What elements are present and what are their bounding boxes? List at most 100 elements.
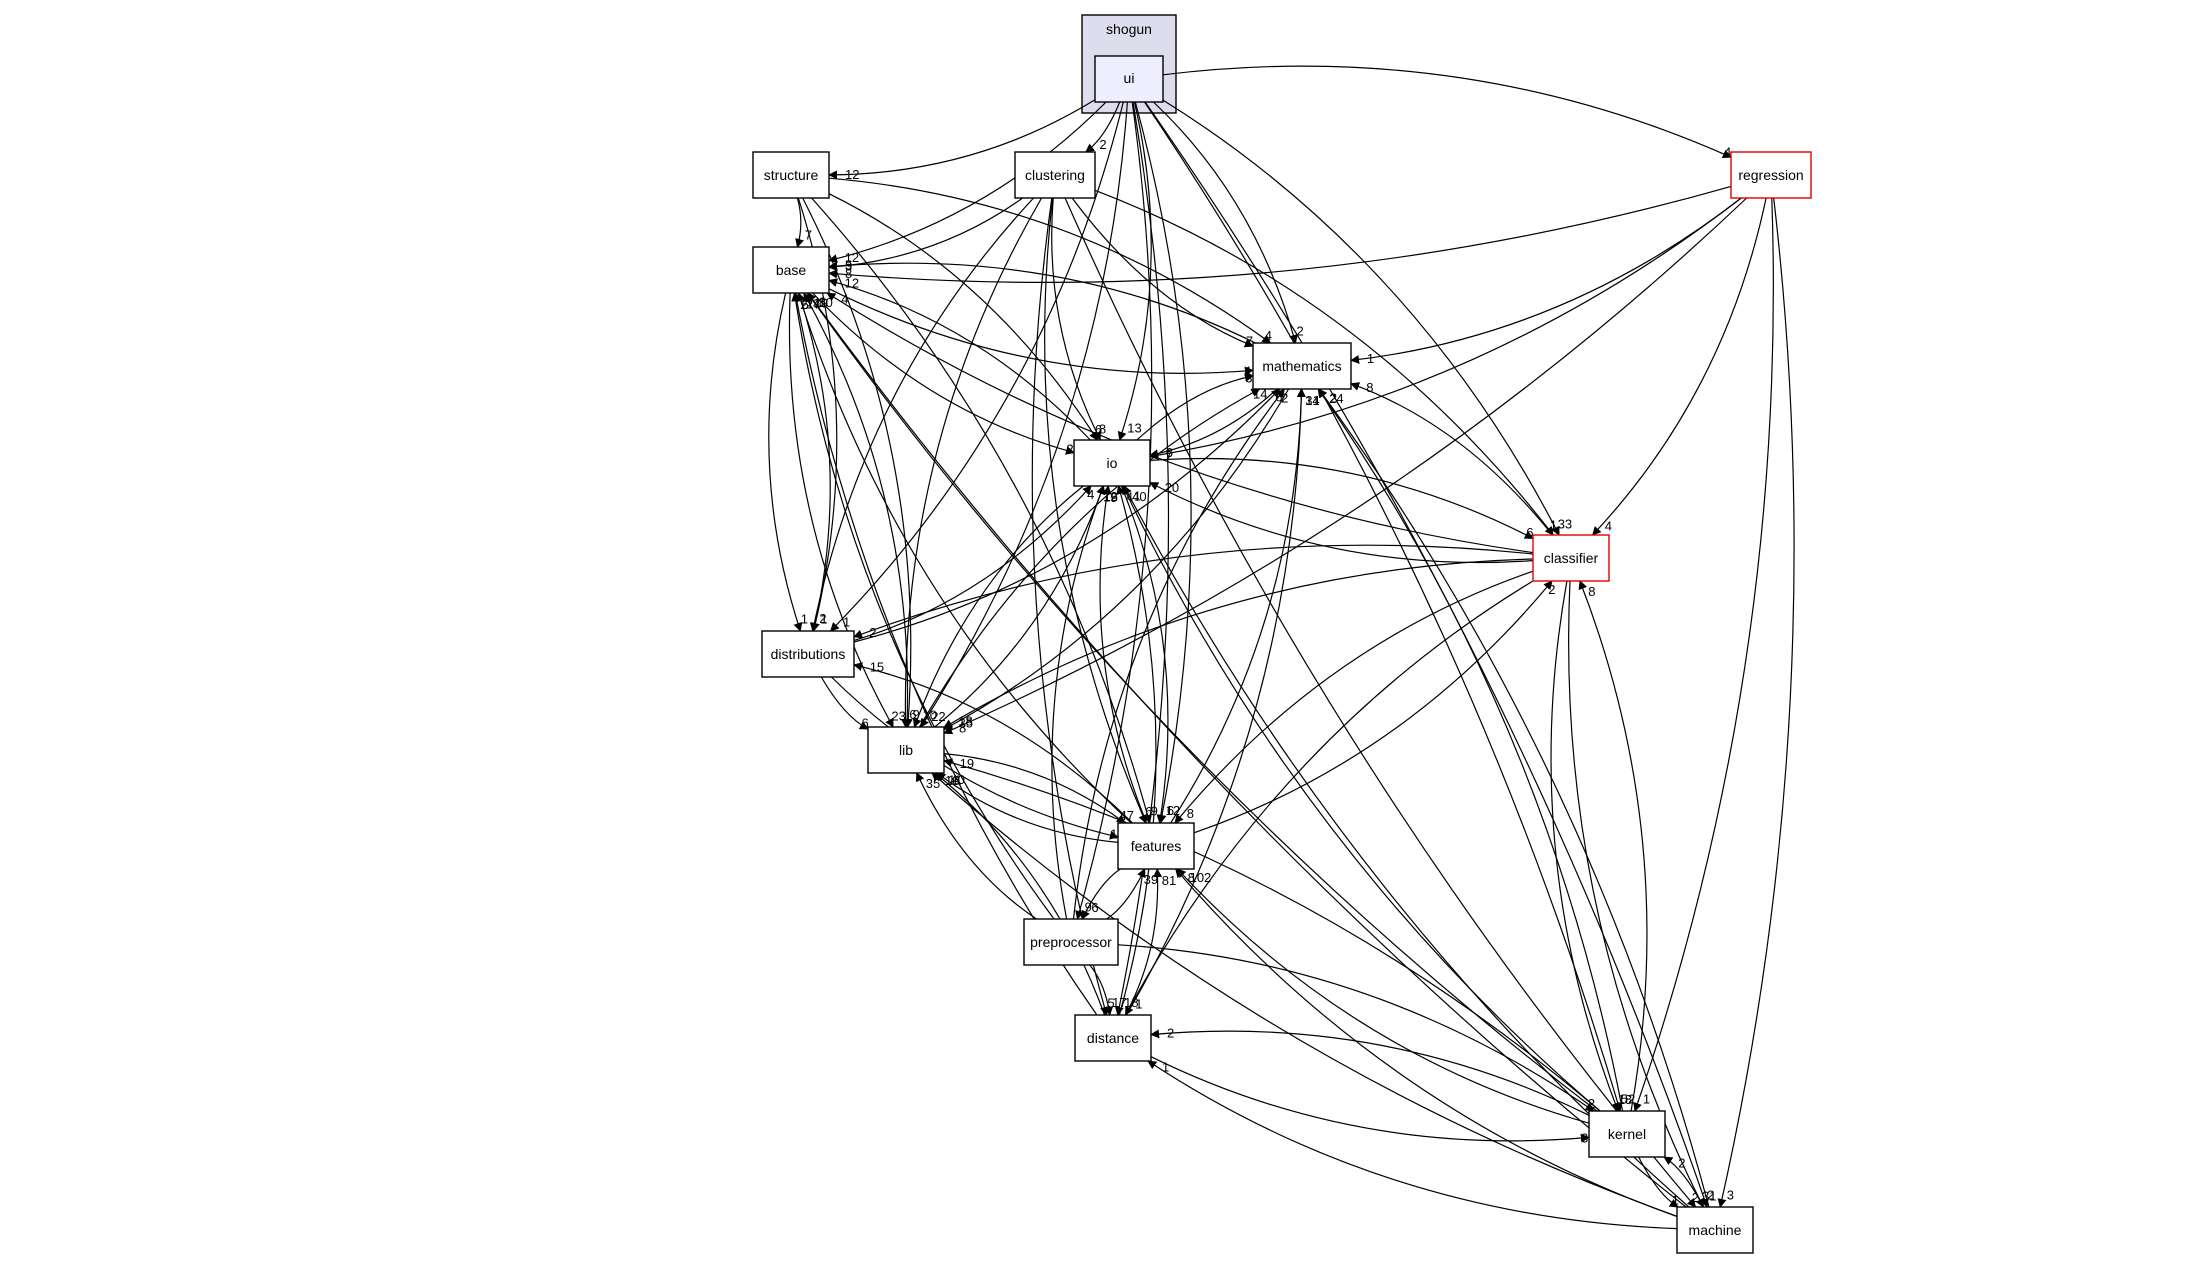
- edge-label-ui-to-features: 6: [1167, 803, 1174, 818]
- edge-label-features-to-io: 9: [1110, 490, 1117, 505]
- edge-ui-to-features: [1134, 101, 1192, 824]
- cluster-label: shogun: [1106, 21, 1152, 37]
- node-lib[interactable]: lib: [867, 726, 945, 774]
- edge-label-machine-to-features: 8: [1188, 870, 1195, 885]
- edge-ui-to-regression: [1162, 65, 1732, 159]
- node-base-label: base: [776, 262, 807, 278]
- edge-clustering-to-mathematics: [1071, 197, 1254, 348]
- edge-label-machine-to-distance: 1: [1162, 1060, 1169, 1075]
- edge-label-distance-to-base: 6: [802, 297, 809, 312]
- edge-clustering-to-machine: [1064, 197, 1697, 1208]
- edge-label-ui-to-structure: 12: [845, 167, 859, 182]
- node-structure-box: [752, 151, 830, 199]
- edge-label-classifier-to-distance: 1: [1135, 997, 1142, 1012]
- node-distributions-box: [761, 630, 855, 678]
- edge-label-lib-to-features: 47: [1120, 808, 1134, 823]
- node-ui-box: [1094, 55, 1164, 103]
- edge-classifier-to-features: [1174, 570, 1534, 824]
- edge-label-kernel-to-base: 10: [818, 295, 832, 310]
- edge-label-kernel-to-machine: 1: [1672, 1193, 1679, 1208]
- edge-preprocessor-to-lib: [916, 772, 1037, 920]
- edge-machine-to-distance: [1147, 1060, 1678, 1230]
- edge-label-preprocessor-to-features: 39: [1144, 872, 1158, 887]
- node-features[interactable]: features: [1117, 822, 1195, 870]
- edge-label-machine-to-lib: 16: [945, 773, 959, 788]
- node-preprocessor[interactable]: preprocessor: [1023, 918, 1119, 966]
- node-ui[interactable]: ui: [1094, 55, 1164, 103]
- edge-io-to-base: [828, 278, 1091, 441]
- edge-preprocessor-to-kernel: [1117, 944, 1595, 1112]
- edge-label-classifier-to-distributions: 2: [869, 625, 876, 640]
- edge-regression-to-classifier: [1591, 197, 1767, 536]
- edge-lib-to-mathematics: [918, 388, 1261, 728]
- edge-ui-to-kernel: [1144, 101, 1623, 1112]
- node-distance-label: distance: [1087, 1030, 1139, 1046]
- edge-clustering-to-classifier: [1094, 189, 1554, 536]
- edge-classifier-to-mathematics: [1350, 382, 1553, 536]
- edge-classifier-to-distributions: [853, 544, 1534, 639]
- node-distance-box: [1074, 1014, 1152, 1062]
- edge-label-structure-to-base: 7: [805, 227, 812, 242]
- edge-regression-to-io: [1149, 197, 1742, 460]
- edge-label-ui-to-regression: 4: [1724, 144, 1731, 159]
- edge-machine-to-lib: [931, 772, 1678, 1217]
- node-clustering[interactable]: clustering: [1014, 151, 1096, 199]
- node-distributions-label: distributions: [771, 646, 846, 662]
- edge-label-mathematics-to-base: 5: [845, 258, 852, 273]
- edge-regression-to-lib: [943, 197, 1748, 735]
- node-structure[interactable]: structure: [752, 151, 830, 199]
- node-mathematics[interactable]: mathematics: [1252, 342, 1352, 390]
- edge-io-to-lib: [912, 485, 1084, 728]
- edge-mathematics-to-io: [1149, 388, 1278, 459]
- node-preprocessor-label: preprocessor: [1030, 934, 1112, 950]
- node-io[interactable]: io: [1073, 439, 1151, 487]
- node-classifier[interactable]: classifier: [1532, 534, 1610, 582]
- edge-kernel-to-base: [806, 292, 1598, 1112]
- node-regression[interactable]: regression: [1730, 151, 1812, 199]
- node-ui-label: ui: [1124, 70, 1135, 86]
- edge-label-ui-to-distributions: 1: [843, 614, 850, 629]
- edge-label-structure-to-lib: 9: [913, 707, 920, 722]
- node-distributions[interactable]: distributions: [761, 630, 855, 678]
- edge-label-kernel-to-distance: 2: [1167, 1026, 1174, 1041]
- edge-ui-to-preprocessor: [1075, 101, 1153, 920]
- edge-label-kernel-to-features: 102: [1190, 870, 1212, 885]
- edge-label-ui-to-io: 13: [1127, 421, 1141, 436]
- edge-label-regression-to-kernel: 1: [1643, 1092, 1650, 1107]
- edge-label-preprocessor-to-distance: 17: [1112, 995, 1126, 1010]
- node-machine-box: [1676, 1206, 1754, 1254]
- edge-label-clustering-to-lib: 6: [909, 707, 916, 722]
- node-layer: ui structure clustering regression base …: [752, 55, 1812, 1254]
- edge-ui-to-distributions: [829, 101, 1124, 632]
- edge-label-clustering-to-machine: 2: [1692, 1190, 1699, 1205]
- edge-lib-to-io: [934, 485, 1106, 728]
- node-kernel[interactable]: kernel: [1588, 1110, 1666, 1158]
- edge-classifier-to-base: [826, 292, 1534, 554]
- edge-label-classifier-to-lib: 18: [958, 713, 972, 728]
- edge-label-mathematics-to-lib: 35: [959, 716, 973, 731]
- edge-regression-to-kernel: [1633, 197, 1774, 1112]
- edge-label-distributions-to-lib: 6: [862, 715, 869, 730]
- node-base[interactable]: base: [752, 246, 830, 294]
- edge-regression-to-mathematics: [1350, 197, 1742, 364]
- edge-label-features-to-classifier: 2: [1548, 582, 1555, 597]
- node-distance[interactable]: distance: [1074, 1014, 1152, 1062]
- node-machine[interactable]: machine: [1676, 1206, 1754, 1254]
- edge-label-io-to-base: 12: [845, 276, 859, 291]
- edge-label-distributions-to-io: 4: [1087, 487, 1094, 502]
- edge-ui-to-structure: [828, 99, 1096, 180]
- edge-classifier-to-kernel: [1550, 580, 1620, 1112]
- edge-label-io-to-classifier: 6: [1526, 525, 1533, 540]
- edge-label-structure-to-mathematics: 4: [1265, 328, 1272, 343]
- edge-label-structure-to-io: 6: [1095, 422, 1102, 437]
- node-clustering-label: clustering: [1025, 167, 1085, 183]
- edge-ui-to-clustering: [1085, 101, 1121, 153]
- edge-features-to-distributions: [853, 662, 1134, 824]
- edge-label-preprocessor-to-io: 12: [1103, 489, 1117, 504]
- edge-preprocessor-to-base: [791, 292, 1055, 920]
- edge-label-regression-to-mathematics: 1: [1367, 351, 1374, 366]
- node-base-box: [752, 246, 830, 294]
- edge-kernel-to-lib: [943, 758, 1601, 1112]
